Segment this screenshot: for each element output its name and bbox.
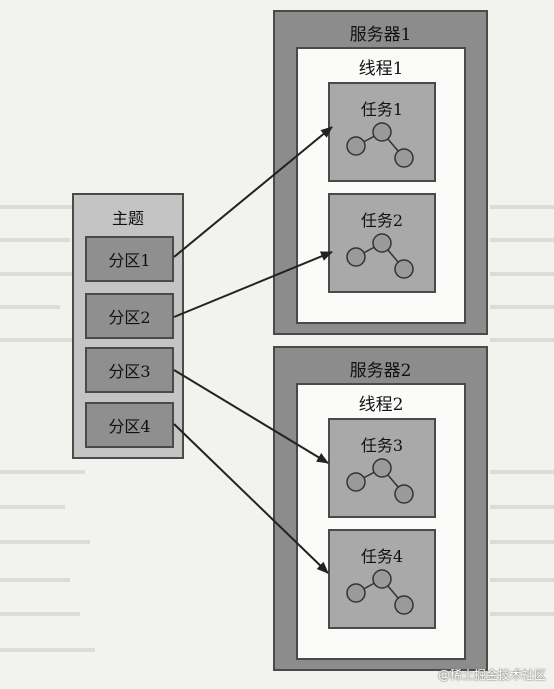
task-3-title: 任务3 (360, 436, 404, 455)
topic-box: 主题 分区1 分区2 分区3 分区4 (72, 193, 184, 459)
partition-1: 分区1 (85, 236, 174, 282)
thread-2: 线程2 任务3 任务4 (296, 383, 466, 660)
partition-2-label: 分区2 (108, 308, 151, 327)
task-2: 任务2 (328, 193, 436, 293)
thread-2-title: 线程2 (358, 395, 404, 415)
server-2-title: 服务器2 (349, 361, 412, 381)
partition-3: 分区3 (85, 347, 174, 393)
topic-title: 主题 (111, 209, 144, 228)
partition-4: 分区4 (85, 402, 174, 448)
task-1-title: 任务1 (360, 100, 404, 119)
partition-1-label: 分区1 (108, 251, 151, 270)
server-1: 服务器1 线程1 任务1 任务2 (273, 10, 488, 335)
partition-4-label: 分区4 (108, 417, 151, 436)
partition-2: 分区2 (85, 293, 174, 339)
thread-1-title: 线程1 (358, 59, 404, 79)
task-4-title: 任务4 (360, 547, 404, 566)
task-3: 任务3 (328, 418, 436, 518)
partition-3-label: 分区3 (108, 362, 151, 381)
task-2-title: 任务2 (360, 211, 404, 230)
watermark: @稀土掘金技术社区 (437, 668, 546, 682)
server-2: 服务器2 线程2 任务3 任务4 (273, 346, 488, 671)
task-4: 任务4 (328, 529, 436, 629)
task-1: 任务1 (328, 82, 436, 182)
thread-1: 线程1 任务1 任务2 (296, 47, 466, 324)
server-1-title: 服务器1 (349, 25, 412, 45)
